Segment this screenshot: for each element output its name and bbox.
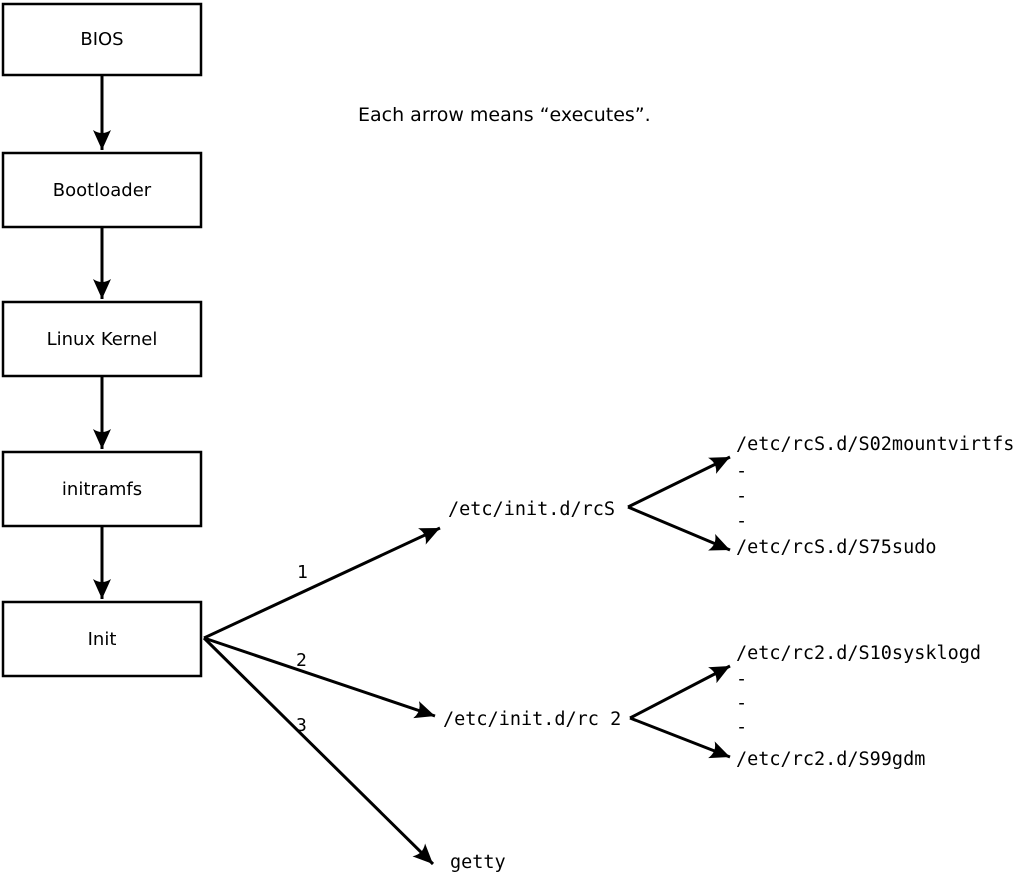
- executes-arrow-rcs-to-first-script: [627, 455, 731, 509]
- executes-arrow-rcs-to-last-script: [627, 505, 731, 552]
- branch-number-1: 1: [297, 562, 308, 583]
- init-label: Init: [88, 629, 117, 650]
- rcs-last-script-label: /etc/rcS.d/S75sudo: [736, 537, 936, 558]
- rcs-first-script-label: /etc/rcS.d/S02mountvirtfs: [736, 434, 1014, 455]
- rcs-ellipsis-dash-1: -: [736, 461, 747, 482]
- initramfs-label: initramfs: [62, 479, 142, 500]
- rc2-script-label: /etc/init.d/rc 2: [443, 709, 621, 730]
- bios-label: BIOS: [80, 29, 123, 50]
- rc2-ellipsis-dash-1: -: [736, 669, 747, 690]
- rc2-ellipsis-dash-2: -: [736, 693, 747, 714]
- getty-label: getty: [450, 852, 506, 873]
- rcs-ellipsis-dash-3: -: [736, 511, 747, 532]
- note-executes: Each arrow means “executes”.: [358, 104, 651, 126]
- rc2-ellipsis-dash-3: -: [736, 717, 747, 738]
- linux-kernel-box: [1, 300, 203, 378]
- linux-kernel-label: Linux Kernel: [47, 329, 158, 350]
- bootloader-label: Bootloader: [53, 180, 152, 201]
- executes-arrow-rc2-to-last-script: [629, 716, 731, 759]
- executes-arrow-init-to-getty: [202, 636, 435, 866]
- branch-number-2: 2: [296, 650, 307, 671]
- initramfs-box: [1, 450, 203, 528]
- branch-number-3: 3: [296, 715, 307, 736]
- rc2-last-script-label: /etc/rc2.d/S99gdm: [736, 749, 925, 770]
- bootloader-box: [1, 151, 203, 229]
- rc2-first-script-label: /etc/rc2.d/S10sysklogd: [736, 643, 981, 664]
- executes-arrow-init-to-rc2: [203, 636, 436, 719]
- bios-box: [1, 2, 203, 77]
- executes-arrow-rc2-to-first-script: [629, 664, 731, 720]
- rcs-script-label: /etc/init.d/rcS: [448, 499, 615, 520]
- init-box: [1, 600, 203, 678]
- rcs-ellipsis-dash-2: -: [736, 486, 747, 507]
- executes-arrow-init-to-rcs: [203, 526, 441, 640]
